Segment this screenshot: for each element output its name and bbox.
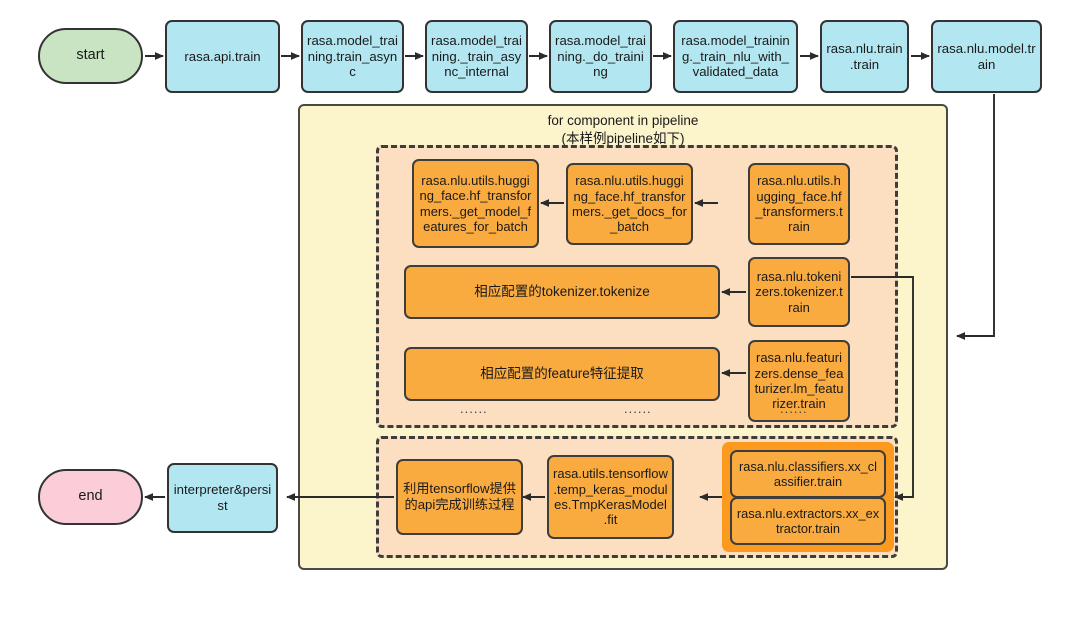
pipeline-ellipsis-3: ...... [780, 401, 808, 416]
node-hf-get-model-features[interactable]: rasa.nlu.utils.hugging_face.hf_transform… [412, 159, 539, 248]
node-feature-extract-label: 相应配置的feature特征提取 [480, 366, 644, 382]
node-end-label: end [78, 488, 103, 505]
loop-caption-line1: for component in pipeline [547, 113, 699, 128]
node-tensorflow-api[interactable]: 利用tensorflow提供的api完成训练过程 [396, 459, 523, 535]
node-extractor-train-label: rasa.nlu.extractors.xx_extractor.train [736, 505, 880, 536]
node-api-train-label: rasa.api.train [184, 48, 261, 64]
node-lm-featurizer-train-label: rasa.nlu.featurizers.dense_featurizer.lm… [754, 350, 844, 412]
node-nlu-model-train[interactable]: rasa.nlu.model.train [931, 20, 1042, 93]
node-end[interactable]: end [38, 469, 143, 525]
node-classifier-train[interactable]: rasa.nlu.classifiers.xx_classifier.train [730, 450, 886, 498]
node-tokenizer-train[interactable]: rasa.nlu.tokenizers.tokenizer.train [748, 257, 850, 327]
node-feature-extract[interactable]: 相应配置的feature特征提取 [404, 347, 720, 401]
pipeline-ellipsis-2: ...... [624, 401, 652, 416]
loop-caption-line2: (本样例pipeline如下) [561, 130, 685, 146]
node-start-label: start [76, 47, 105, 64]
node-nlu-train[interactable]: rasa.nlu.train.train [820, 20, 909, 93]
loop-caption: for component in pipeline (本样例pipeline如下… [300, 112, 946, 148]
node-tmp-keras-model-fit[interactable]: rasa.utils.tensorflow.temp_keras_modules… [547, 455, 674, 539]
node-tensorflow-api-label: 利用tensorflow提供的api完成训练过程 [403, 481, 516, 512]
node-do-training-label: rasa.model_training._do_training [555, 33, 646, 80]
node-train-nlu-with-validated-data[interactable]: rasa.model_training._train_nlu_with_vali… [673, 20, 798, 93]
node-hf-transformers-train[interactable]: rasa.nlu.utils.hugging_face.hf_transform… [748, 163, 850, 245]
node-train-async-label: rasa.model_training.train_async [307, 33, 398, 80]
node-api-train[interactable]: rasa.api.train [165, 20, 280, 93]
node-nlu-model-train-label: rasa.nlu.model.train [937, 40, 1036, 72]
node-nlu-train-label: rasa.nlu.train.train [826, 40, 903, 72]
node-train-async-internal[interactable]: rasa.model_training._train_async_interna… [425, 20, 528, 93]
node-hf-get-model-features-label: rasa.nlu.utils.hugging_face.hf_transform… [419, 172, 532, 234]
node-tmp-keras-model-fit-label: rasa.utils.tensorflow.temp_keras_modules… [553, 466, 668, 528]
node-train-nlu-with-validated-data-label: rasa.model_training._train_nlu_with_vali… [681, 33, 790, 80]
node-interpreter-persist-label: interpreter&persist [173, 482, 272, 513]
node-hf-get-docs-for-batch-label: rasa.nlu.utils.hugging_face.hf_transform… [572, 173, 687, 235]
node-hf-get-docs-for-batch[interactable]: rasa.nlu.utils.hugging_face.hf_transform… [566, 163, 693, 245]
node-extractor-train[interactable]: rasa.nlu.extractors.xx_extractor.train [730, 497, 886, 545]
node-hf-transformers-train-label: rasa.nlu.utils.hugging_face.hf_transform… [755, 173, 843, 235]
node-train-async-internal-label: rasa.model_training._train_async_interna… [431, 33, 522, 80]
node-tokenizer-tokenize-label: 相应配置的tokenizer.tokenize [474, 284, 650, 300]
node-do-training[interactable]: rasa.model_training._do_training [549, 20, 652, 93]
node-classifier-train-label: rasa.nlu.classifiers.xx_classifier.train [739, 458, 877, 489]
node-tokenizer-tokenize[interactable]: 相应配置的tokenizer.tokenize [404, 265, 720, 319]
node-train-async[interactable]: rasa.model_training.train_async [301, 20, 404, 93]
pipeline-ellipsis-1: ...... [460, 401, 488, 416]
node-interpreter-persist[interactable]: interpreter&persist [167, 463, 278, 533]
node-tokenizer-train-label: rasa.nlu.tokenizers.tokenizer.train [755, 269, 843, 315]
node-lm-featurizer-train[interactable]: rasa.nlu.featurizers.dense_featurizer.lm… [748, 340, 850, 422]
node-start[interactable]: start [38, 28, 143, 84]
